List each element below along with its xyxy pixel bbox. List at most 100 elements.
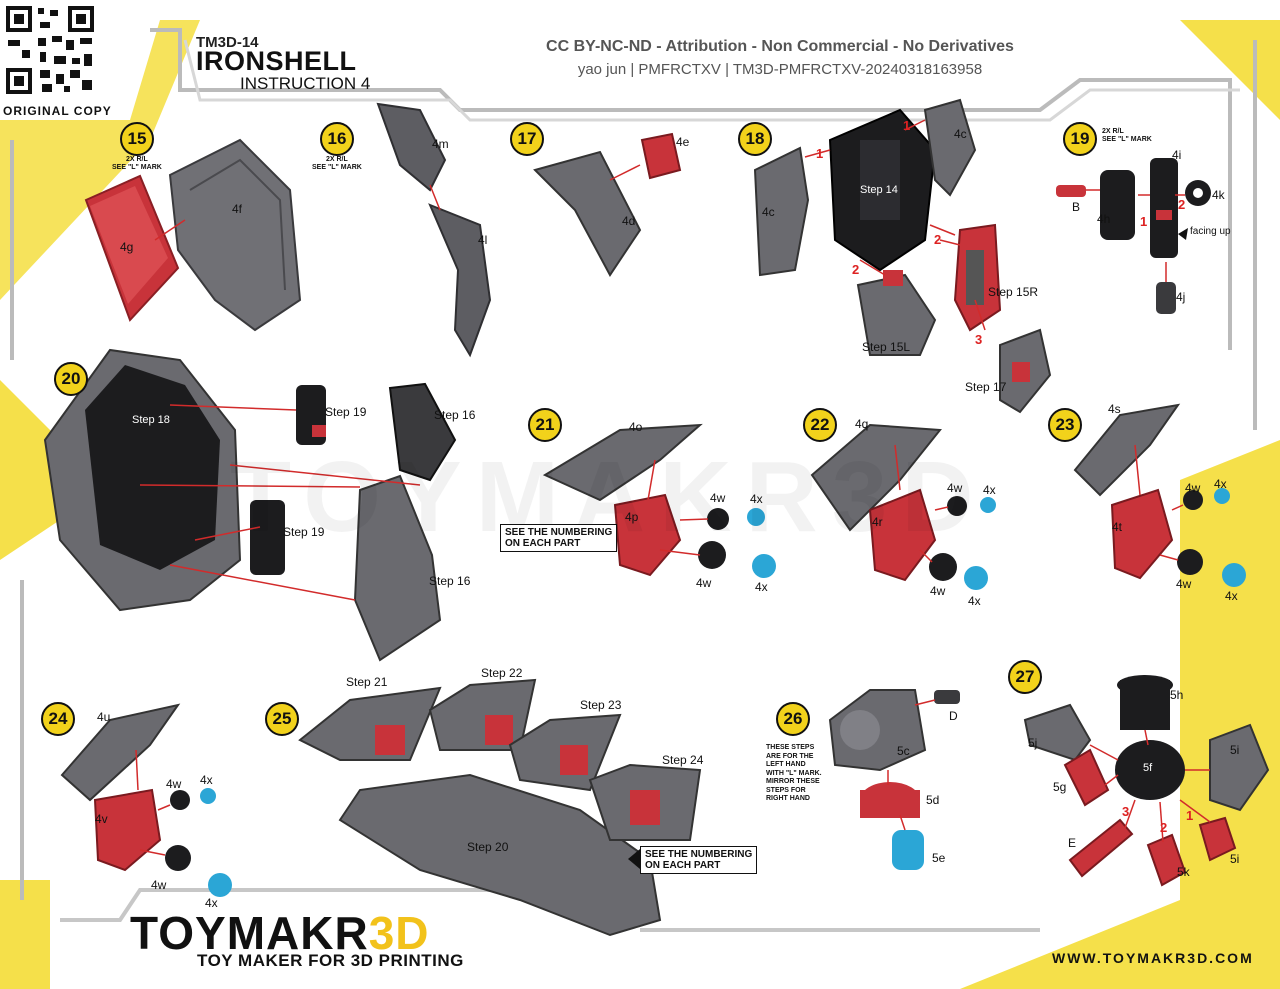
arrows-step19 [1086, 189, 1185, 282]
brand-logo: TOYMAKR3D [130, 906, 430, 960]
part-step16-upper [388, 382, 457, 482]
model-code: TM3D-14 [196, 34, 259, 51]
order-18-2a: 2 [934, 232, 942, 247]
label-4u: 4u [97, 710, 111, 724]
arrows-hands [135, 444, 1184, 856]
arrow-4e-4d [609, 164, 641, 181]
label-step19-lower: Step 19 [283, 525, 325, 539]
step-24-badge: 24 [41, 702, 75, 736]
label-4c-right: 4c [954, 127, 967, 141]
step-19-badge: 19 [1063, 122, 1097, 156]
label-5i-cover: 5i [1230, 743, 1240, 757]
yellow-accent-left [0, 380, 60, 560]
order-18-3: 3 [975, 332, 983, 347]
label-5f: 5f [1143, 762, 1153, 774]
label-4f: 4f [232, 202, 243, 216]
part-step18-assembly [43, 348, 242, 612]
part-4o [542, 423, 703, 502]
label-4h: 4h [1097, 212, 1111, 226]
website-url[interactable]: WWW.TOYMAKR3D.COM [1052, 950, 1254, 966]
label-E: E [1068, 836, 1077, 850]
frame-line-bottom [60, 888, 1040, 932]
step-26-note: THESE STEPS ARE FOR THE LEFT HAND WITH "… [766, 744, 822, 802]
label-5d: 5d [926, 793, 940, 807]
part-5i-cover [1209, 723, 1270, 812]
part-step15r [953, 223, 1002, 332]
label-step23: Step 23 [580, 698, 622, 712]
label-4m: 4m [432, 137, 449, 151]
model-name: IRONSHELL [196, 46, 357, 76]
part-4k [1185, 180, 1211, 206]
arrows-step18 [804, 119, 986, 331]
step-22-badge: 22 [803, 408, 837, 442]
step-19-note: 2X R/L SEE "L" MARK [1102, 128, 1152, 143]
part-5k [1146, 833, 1187, 887]
part-step21-hand [298, 686, 442, 761]
yellow-accent-bottom-left [0, 880, 50, 989]
label-step14: Step 14 [860, 184, 898, 196]
step-15-note: 2X R/L SEE "L" MARK [112, 156, 162, 171]
label-4l: 4l [478, 233, 488, 247]
yellow-accent-right [960, 440, 1280, 989]
step-25-badge: 25 [265, 702, 299, 736]
part-4e [640, 132, 682, 180]
part-5f [1115, 740, 1185, 800]
label-4w-23a: 4w [1185, 481, 1201, 495]
part-4f [168, 138, 302, 332]
label-4r: 4r [872, 515, 883, 529]
arrows-step20 [139, 404, 421, 601]
label-4w-22a: 4w [947, 481, 963, 495]
label-4g: 4g [120, 240, 134, 254]
step-16-badge: 16 [320, 122, 354, 156]
part-4h [1100, 170, 1135, 240]
order-18-1b: 1 [903, 118, 911, 133]
part-step15l [856, 270, 937, 356]
part-4c-left [753, 146, 810, 277]
label-4o: 4o [629, 420, 643, 434]
label-4j: 4j [1176, 290, 1186, 304]
license-text: CC BY-NC-ND - Attribution - Non Commerci… [546, 38, 1014, 55]
part-4d [533, 150, 642, 277]
label-4w-23b: 4w [1176, 577, 1192, 591]
part-5c [828, 689, 927, 772]
arrows-step26 [887, 699, 936, 831]
part-E [1068, 818, 1134, 878]
part-5g [1063, 748, 1110, 807]
label-step15l: Step 15L [862, 340, 911, 354]
label-4c-left: 4c [762, 205, 775, 219]
order-18-1a: 1 [816, 146, 824, 161]
order-19-1: 1 [1140, 214, 1148, 229]
arrow-4g-4f [154, 219, 186, 241]
part-4q [810, 423, 942, 532]
step-23-badge: 23 [1048, 408, 1082, 442]
part-D [934, 690, 960, 704]
step-27-badge: 27 [1008, 660, 1042, 694]
label-5k: 5k [1177, 865, 1190, 879]
part-4s [1073, 403, 1181, 497]
part-step19-upper [296, 385, 326, 445]
step-15-badge: 15 [120, 122, 154, 156]
part-4g [84, 174, 180, 322]
step-21-badge: 21 [528, 408, 562, 442]
part-4r [868, 488, 937, 582]
label-5i-small: 5i [1230, 852, 1240, 866]
part-4i [1150, 158, 1178, 258]
part-step22-hand [428, 678, 537, 751]
label-5j: 5j [1028, 736, 1038, 750]
part-4p [613, 493, 682, 577]
numbering-callout-1: SEE THE NUMBERING ON EACH PART [500, 524, 618, 552]
label-step20: Step 20 [467, 840, 509, 854]
part-step24-hand [588, 763, 702, 841]
label-step18: Step 18 [132, 414, 170, 426]
part-4m [376, 102, 447, 192]
order-27-3: 3 [1122, 804, 1130, 819]
arrows-step27 [1089, 729, 1211, 843]
label-step24: Step 24 [662, 753, 704, 767]
part-step23-hand [508, 713, 622, 792]
label-4w-21b: 4w [696, 576, 712, 590]
arrow-4m-4l [429, 184, 441, 211]
label-4i: 4i [1172, 148, 1182, 162]
part-4j [1156, 282, 1176, 314]
part-4l [428, 203, 492, 358]
